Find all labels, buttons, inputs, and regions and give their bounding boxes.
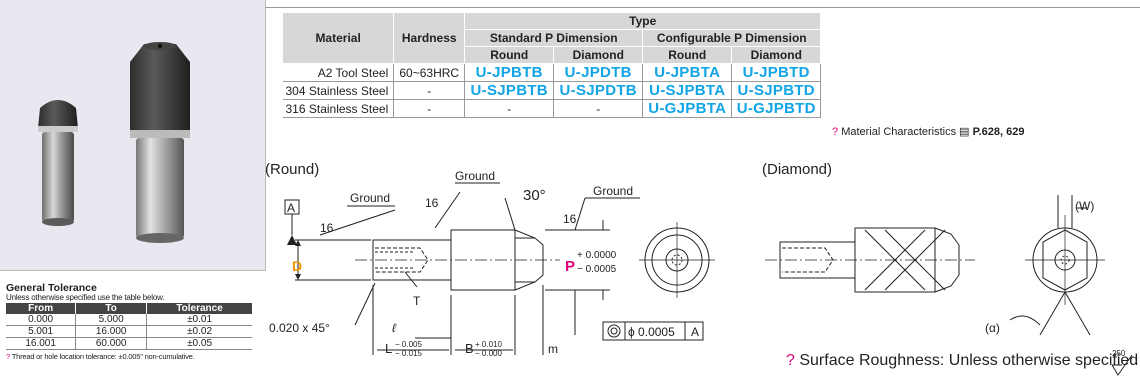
- table-row: 16.001 60.000 ±0.05: [6, 337, 252, 350]
- header-configurable: Configurable P Dimension: [642, 29, 822, 47]
- gt-note-text: Thread or hole location tolerance: ±0.00…: [11, 352, 195, 361]
- part-code-link[interactable]: U-GJPBTA: [642, 99, 733, 118]
- surface-roughness-note: ? Surface Roughness: Unless otherwise sp…: [786, 352, 1138, 370]
- general-tolerance-subtitle: Unless otherwise specified use the table…: [6, 293, 165, 302]
- b-label: B: [465, 341, 474, 356]
- gt-cell: 5.000: [75, 314, 148, 326]
- product-photo: [0, 0, 266, 271]
- part-code-link[interactable]: U-SJPBTA: [642, 81, 733, 100]
- header-standard: Standard P Dimension: [464, 29, 644, 47]
- angle-label: 30°: [523, 187, 546, 204]
- chamfer-label: 0.020 x 45°: [269, 321, 330, 335]
- roughness-value: 250: [1112, 349, 1126, 358]
- general-tolerance: General Tolerance Unless otherwise speci…: [6, 283, 252, 361]
- material-characteristics[interactable]: ? Material Characteristics ▤ P.628, 629: [832, 125, 1024, 138]
- table-row: 304 Stainless Steel - U-SJPBTB U-SJPDTB …: [282, 81, 822, 100]
- general-tolerance-note: ? Thread or hole location tolerance: ±0.…: [6, 352, 252, 361]
- gt-header-from: From: [6, 303, 77, 314]
- l-tol-upper: − 0.005: [395, 340, 422, 349]
- part-code-link[interactable]: U-JPBTA: [642, 63, 733, 82]
- empty-cell: -: [553, 99, 644, 118]
- ground-label: Ground: [455, 169, 495, 183]
- p-tol-upper: + 0.0000: [577, 250, 617, 261]
- part-code-link[interactable]: U-JPBTB: [464, 63, 555, 82]
- empty-cell: -: [464, 99, 555, 118]
- gt-cell: 5.001: [6, 325, 77, 338]
- type-table: Material Hardness Type Standard P Dimens…: [281, 12, 822, 118]
- material-cell: 304 Stainless Steel: [282, 81, 395, 100]
- info-icon: ?: [832, 126, 839, 138]
- hardness-cell: 60~63HRC: [393, 63, 466, 82]
- general-tolerance-table: From To Tolerance 0.000 5.000 ±0.01 5.00…: [6, 303, 252, 350]
- table-row: 5.001 16.000 ±0.02: [6, 325, 252, 338]
- part-code-link[interactable]: U-SJPDTB: [553, 81, 644, 100]
- header-round: Round: [464, 46, 555, 64]
- thread-hole: [375, 247, 429, 273]
- gt-cell: ±0.02: [146, 325, 252, 338]
- top-divider: [265, 7, 1140, 8]
- ground-label: Ground: [350, 191, 390, 205]
- datum-ref: A: [691, 325, 699, 339]
- part-code-link[interactable]: U-GJPBTD: [731, 99, 822, 118]
- table-row: A2 Tool Steel 60~63HRC U-JPBTB U-JPDTB U…: [282, 63, 822, 82]
- roughness-16: 16: [425, 196, 439, 210]
- part-code-link[interactable]: U-JPDTB: [553, 63, 644, 82]
- info-icon: ?: [786, 352, 795, 369]
- roughness-symbol-icon: 250: [1111, 349, 1133, 376]
- p-label: P: [565, 258, 575, 275]
- gt-cell: ±0.01: [146, 314, 252, 326]
- material-cell: A2 Tool Steel: [282, 63, 395, 82]
- b-tol-upper: + 0.010: [475, 340, 502, 349]
- header-round: Round: [642, 46, 733, 64]
- table-row: 0.000 5.000 ±0.01: [6, 314, 252, 326]
- header-diamond: Diamond: [553, 46, 644, 64]
- b-tol-lower: − 0.000: [475, 349, 502, 358]
- alpha-label: (α): [985, 321, 1000, 335]
- d-label: D: [292, 258, 302, 274]
- surface-roughness-text: Surface Roughness: Unless otherwise spec…: [799, 352, 1139, 369]
- technical-drawing: (Round) (Diamond) Ground Ground Ground 1…: [265, 161, 1105, 358]
- part-code-link[interactable]: U-SJPBTD: [731, 81, 822, 100]
- table-row: 316 Stainless Steel - - - U-GJPBTA U-GJP…: [282, 99, 822, 118]
- gt-cell: 16.001: [6, 337, 77, 350]
- ell-label: ℓ: [392, 321, 397, 335]
- general-tolerance-title: General Tolerance: [6, 282, 97, 294]
- gt-cell: 16.000: [75, 325, 148, 338]
- thread-label: T: [413, 294, 421, 308]
- header-type: Type: [464, 12, 822, 30]
- part-code-link[interactable]: U-SJPBTB: [464, 81, 555, 100]
- p-tol-lower: − 0.0005: [577, 264, 617, 275]
- material-cell: 316 Stainless Steel: [282, 99, 395, 118]
- roughness-16: 16: [320, 221, 334, 235]
- l-label: L: [385, 341, 392, 356]
- header-material: Material: [281, 12, 395, 64]
- datum-label: A: [287, 201, 295, 215]
- material-characteristics-label: Material Characteristics: [841, 126, 957, 138]
- book-icon: ▤: [959, 126, 970, 138]
- gt-header-to: To: [75, 303, 148, 314]
- header-diamond: Diamond: [731, 46, 822, 64]
- hardness-cell: -: [393, 81, 466, 100]
- ground-label: Ground: [593, 184, 633, 198]
- gt-cell: ±0.05: [146, 337, 252, 350]
- part-code-link[interactable]: U-JPBTD: [731, 63, 822, 82]
- w-label: (W): [1075, 199, 1094, 213]
- info-icon: ?: [6, 352, 10, 361]
- l-tol-lower: − 0.015: [395, 349, 422, 358]
- gt-header-tolerance: Tolerance: [146, 303, 252, 314]
- gt-cell: 0.000: [6, 314, 77, 326]
- roughness-16: 16: [563, 212, 577, 226]
- round-label: (Round): [265, 161, 319, 178]
- material-characteristics-pages: P.628, 629: [972, 126, 1025, 138]
- header-hardness: Hardness: [393, 12, 466, 64]
- hardness-cell: -: [393, 99, 466, 118]
- diamond-label: (Diamond): [762, 161, 832, 178]
- m-label: m: [548, 342, 558, 356]
- gt-cell: 60.000: [75, 337, 148, 350]
- concentricity-value: ϕ 0.0005: [628, 325, 675, 339]
